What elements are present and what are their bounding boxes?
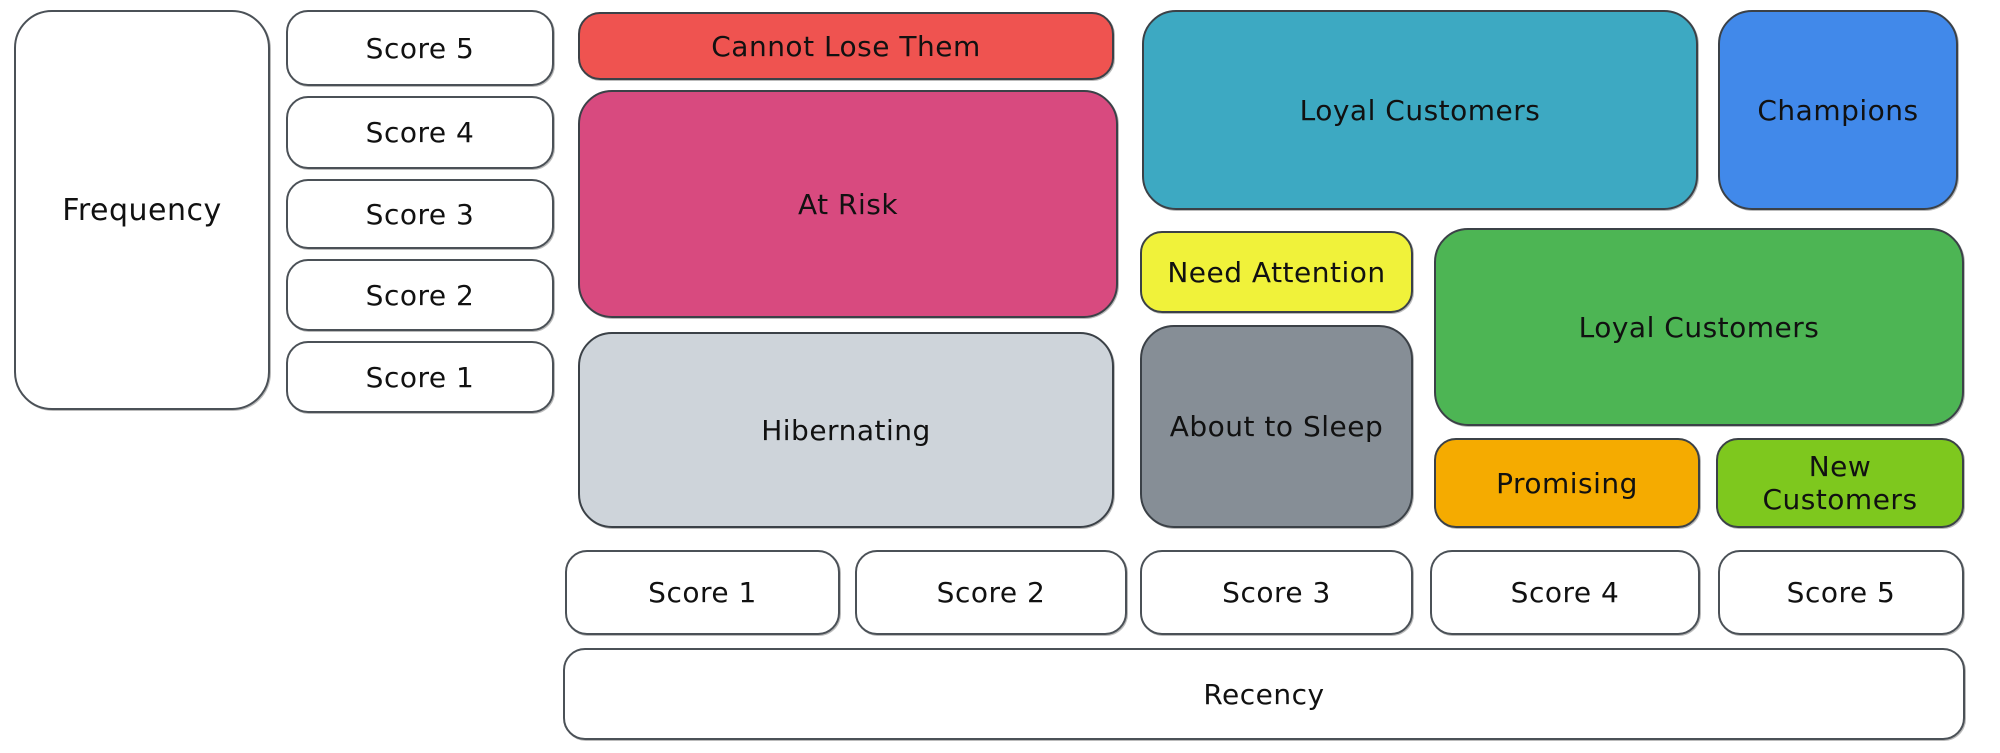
frequency-score-label: Score 5 xyxy=(365,31,475,65)
segment-label: At Risk xyxy=(797,187,899,221)
recency-score-4-box: Score 4 xyxy=(1430,550,1700,635)
recency-score-2-box: Score 2 xyxy=(855,550,1127,635)
segment-label: Champions xyxy=(1757,93,1919,127)
frequency-score-1-box: Score 1 xyxy=(286,341,554,413)
segment-label: Hibernating xyxy=(761,413,931,447)
segment-loyal-customers-mid: Loyal Customers xyxy=(1434,228,1964,426)
segment-about-to-sleep: About to Sleep xyxy=(1140,325,1413,528)
segment-label: Loyal Customers xyxy=(1578,310,1820,344)
recency-score-1-box: Score 1 xyxy=(565,550,840,635)
segment-at-risk: At Risk xyxy=(578,90,1118,318)
segment-label: Need Attention xyxy=(1167,255,1386,289)
recency-score-label: Score 5 xyxy=(1786,576,1896,609)
frequency-score-2-box: Score 2 xyxy=(286,259,554,331)
recency-axis-label-box: Recency xyxy=(563,648,1965,740)
frequency-axis-label-box: Frequency xyxy=(14,10,270,410)
frequency-score-5-box: Score 5 xyxy=(286,10,554,86)
recency-score-label: Score 1 xyxy=(648,576,757,609)
recency-score-label: Score 2 xyxy=(936,576,1046,609)
segment-loyal-customers-top: Loyal Customers xyxy=(1142,10,1698,210)
frequency-score-label: Score 3 xyxy=(365,197,475,231)
segment-hibernating: Hibernating xyxy=(578,332,1114,528)
recency-score-5-box: Score 5 xyxy=(1718,550,1964,635)
segment-champions: Champions xyxy=(1718,10,1958,210)
frequency-score-label: Score 1 xyxy=(365,360,475,394)
segment-label: Promising xyxy=(1496,466,1638,500)
segment-label: Loyal Customers xyxy=(1299,93,1541,127)
segment-label: About to Sleep xyxy=(1169,410,1384,443)
frequency-score-label: Score 2 xyxy=(365,278,475,312)
segment-cannot-lose-them: Cannot Lose Them xyxy=(578,12,1114,80)
segment-new-customers: New Customers xyxy=(1716,438,1964,528)
segment-label: New Customers xyxy=(1762,450,1918,516)
frequency-score-label: Score 4 xyxy=(365,116,475,149)
frequency-score-4-box: Score 4 xyxy=(286,96,554,169)
frequency-score-3-box: Score 3 xyxy=(286,179,554,249)
segment-need-attention: Need Attention xyxy=(1140,231,1413,313)
recency-axis-label: Recency xyxy=(1203,677,1325,711)
frequency-axis-label: Frequency xyxy=(62,192,222,228)
recency-score-label: Score 4 xyxy=(1510,576,1620,609)
segment-promising: Promising xyxy=(1434,438,1700,528)
segment-label: Cannot Lose Them xyxy=(711,29,981,63)
recency-score-label: Score 3 xyxy=(1222,576,1331,609)
recency-score-3-box: Score 3 xyxy=(1140,550,1413,635)
